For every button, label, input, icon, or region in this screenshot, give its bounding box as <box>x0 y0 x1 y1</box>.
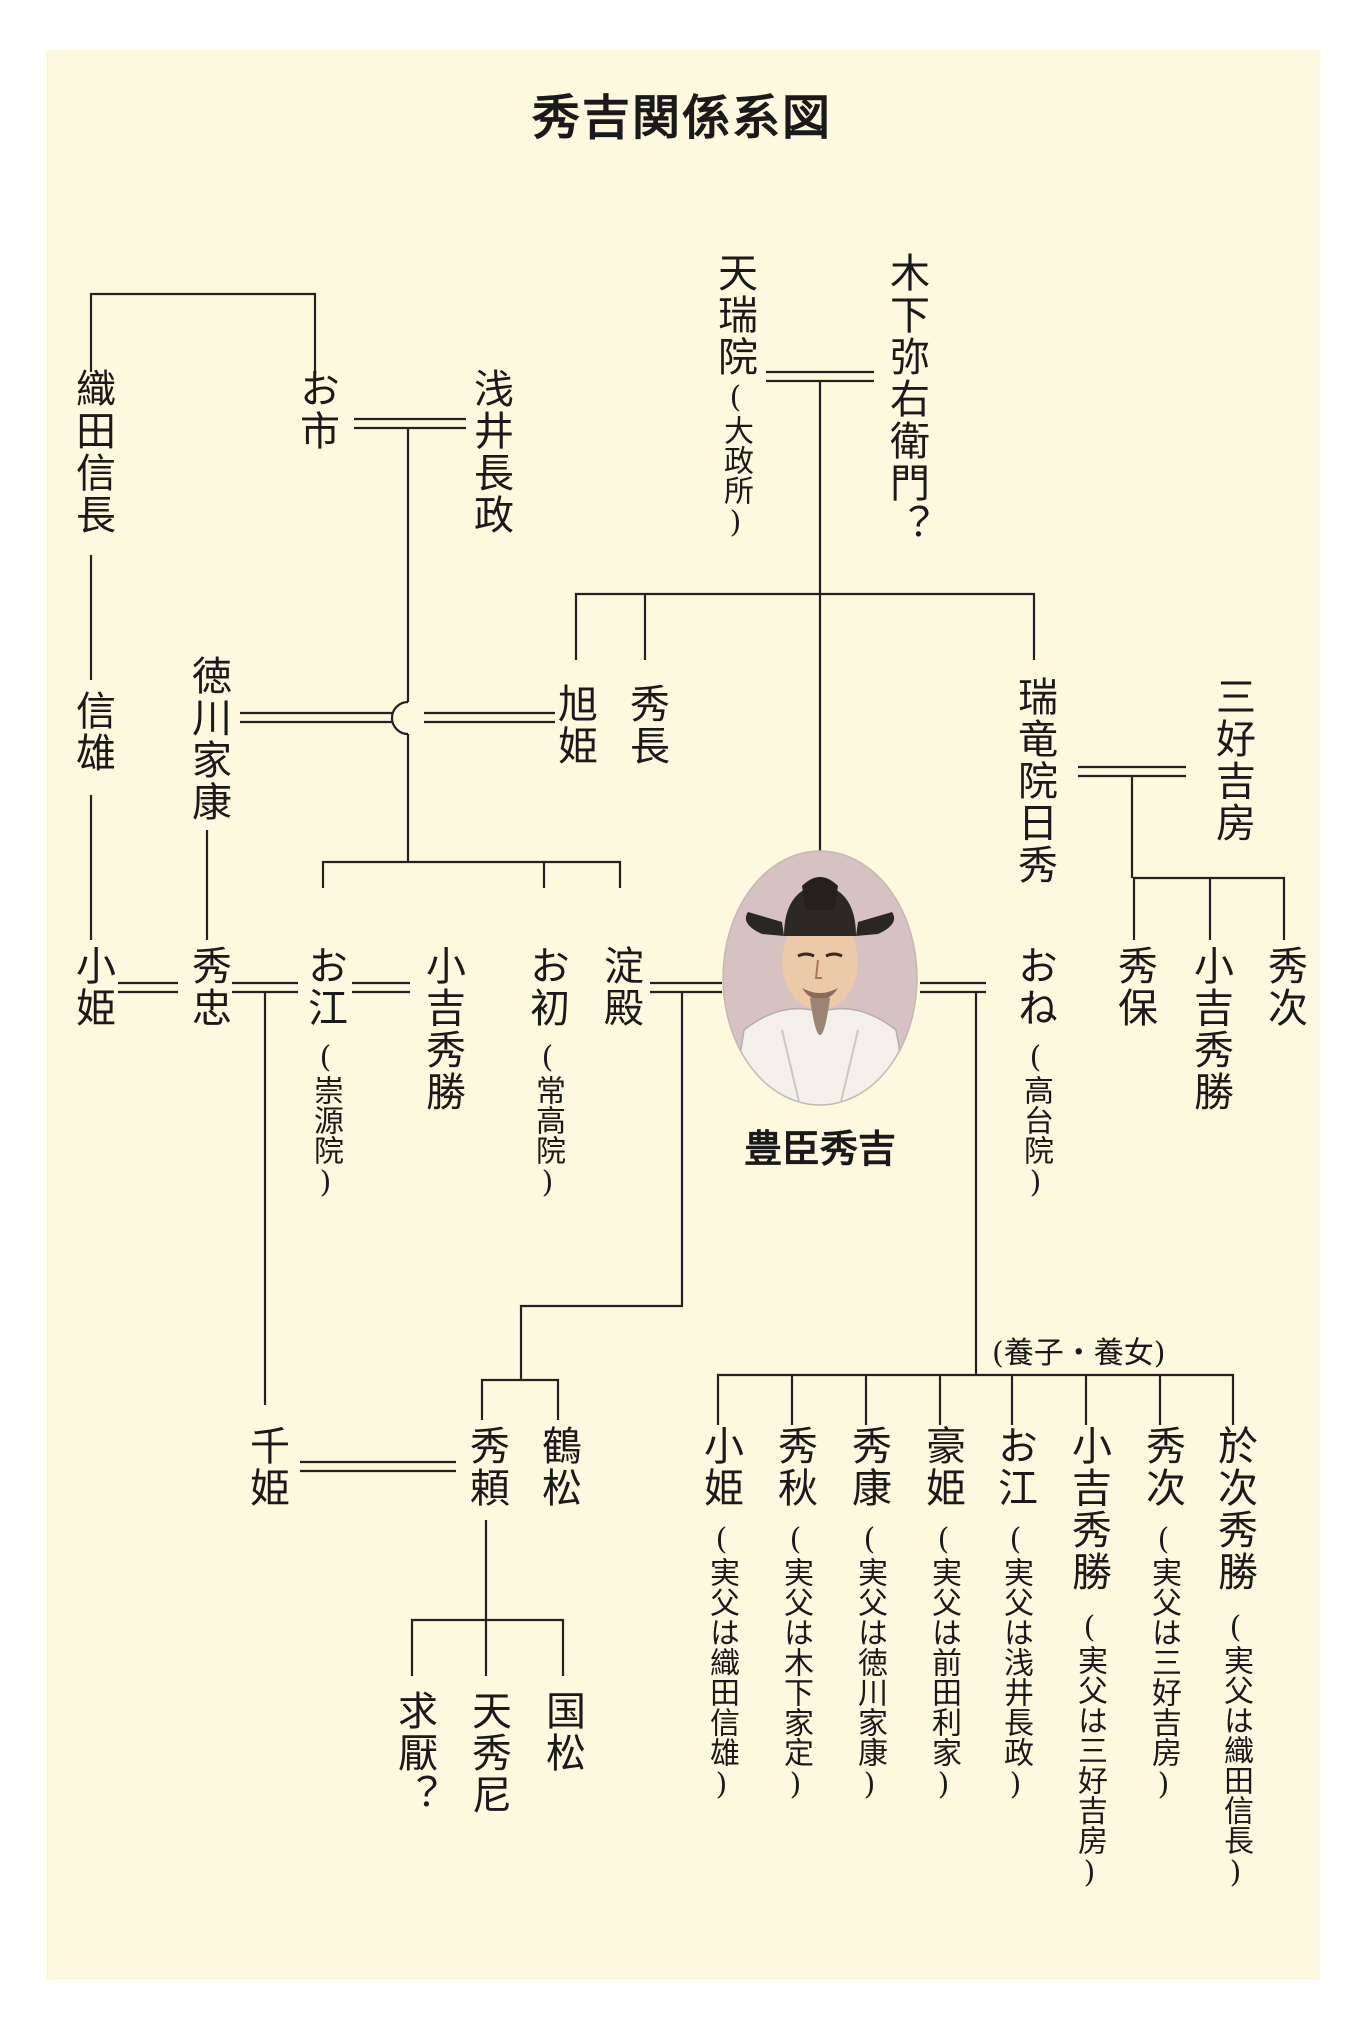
adopted-name: 於次秀勝 <box>1211 1425 1257 1593</box>
person-hideyoshi: 豊臣秀吉 <box>743 1127 896 1171</box>
sibling-bracket <box>89 292 317 372</box>
sibling-bracket <box>480 1378 560 1420</box>
sibling-bracket <box>321 860 622 888</box>
person-kyuga: 求厭？ <box>391 1690 437 1816</box>
sibling-bracket <box>574 592 1036 660</box>
person-zuiryuin: 瑞竜院日秀 <box>1011 676 1057 886</box>
person-hideyori: 秀頼 <box>463 1425 509 1509</box>
person-nobunaga: 織田信長 <box>69 368 115 536</box>
person-yoshifusa: 三好吉房 <box>1209 676 1255 844</box>
person-yaemon: 木下弥右衛門？ <box>883 252 929 546</box>
person-tenshuni: 天秀尼 <box>465 1690 511 1816</box>
person-asahi: 旭姫 <box>551 683 597 767</box>
person-ieyasu: 徳川家康 <box>185 655 231 823</box>
person-tenzuiin: 天瑞院 <box>711 252 757 378</box>
descent-line <box>519 992 684 1380</box>
person-hidetsugu: 秀次 <box>1261 945 1307 1029</box>
hideyoshi-portrait <box>722 850 918 1106</box>
adopted-name: 秀次 <box>1139 1425 1185 1509</box>
person-kunimatsu: 国松 <box>539 1690 585 1774</box>
sibling-bracket <box>716 1373 1235 1425</box>
person-one: おね <box>1011 945 1057 1029</box>
person-nagamasa: 浅井長政 <box>467 368 513 536</box>
person-tsurumatsu: 鶴松 <box>535 1425 581 1509</box>
adopted-note: (実父は三好吉房) <box>1072 1610 1107 1890</box>
adopted-name: お江 <box>991 1425 1037 1509</box>
crossing-hop <box>390 700 409 736</box>
person-hidenaga: 秀長 <box>623 683 669 767</box>
person-go-note: (崇源院) <box>308 1040 343 1200</box>
person-kokichi: 小吉秀勝 <box>419 945 465 1113</box>
adopted-note: (実父は浅井長政) <box>998 1522 1033 1802</box>
person-tenzuiin-note: (大政所) <box>718 380 753 540</box>
person-ohatsu-note: (常高院) <box>530 1040 565 1200</box>
person-senhime: 千姫 <box>243 1425 289 1509</box>
adopted-note: (実父は織田信雄) <box>704 1522 739 1802</box>
diagram-title: 秀吉関係系図 <box>531 90 832 146</box>
person-yodo: 淀殿 <box>597 945 643 1029</box>
adopted-name: 秀秋 <box>771 1425 817 1509</box>
person-one-note: (高台院) <box>1018 1040 1053 1200</box>
adopted-note: (実父は前田利家) <box>926 1522 961 1802</box>
adopted-note: (実父は三好吉房) <box>1146 1522 1181 1802</box>
person-hidetada: 秀忠 <box>185 945 231 1029</box>
adopted-name: 小吉秀勝 <box>1065 1425 1111 1593</box>
adopted-name: 小姫 <box>697 1425 743 1509</box>
person-kokichi-miyoshi: 小吉秀勝 <box>1187 945 1233 1113</box>
person-nobukatsu: 信雄 <box>69 690 115 774</box>
person-kohime: 小姫 <box>69 945 115 1029</box>
sibling-bracket <box>410 1618 565 1676</box>
adopted-name: 豪姫 <box>919 1425 965 1509</box>
person-oichi: お市 <box>293 368 339 452</box>
adopted-label: (養子・養女) <box>992 1336 1166 1371</box>
adopted-note: (実父は木下家定) <box>778 1522 813 1802</box>
adopted-name: 秀康 <box>845 1425 891 1509</box>
person-hideyasu-miyoshi: 秀保 <box>1111 945 1157 1029</box>
adopted-note: (実父は徳川家康) <box>852 1522 887 1802</box>
person-ohatsu: お初 <box>523 945 569 1029</box>
adopted-note: (実父は織田信長) <box>1218 1610 1253 1890</box>
person-go: お江 <box>301 945 347 1029</box>
